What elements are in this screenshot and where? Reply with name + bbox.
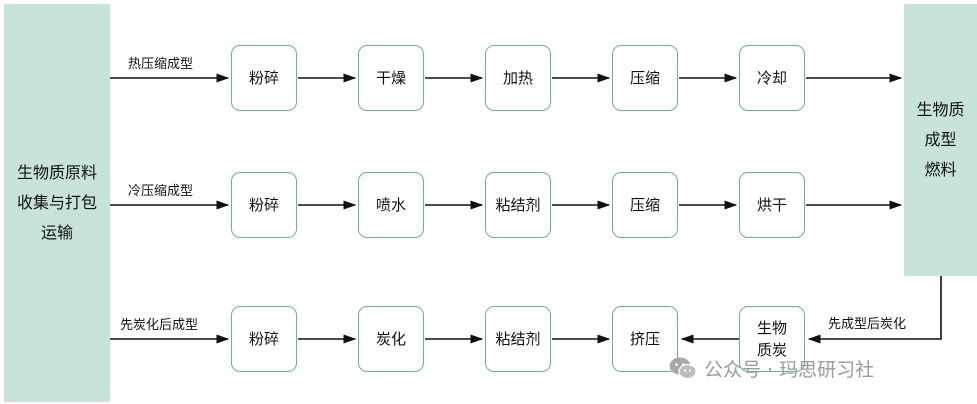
step-r1-1: 粉碎 xyxy=(231,45,297,111)
step-r3-2-text: 炭化 xyxy=(375,330,406,348)
step-r3-1-text: 粉碎 xyxy=(248,330,279,348)
row-2-label: 冷压缩成型 xyxy=(128,184,194,199)
step-r3-3: 粘结剂 xyxy=(485,306,551,372)
wechat-icon xyxy=(669,357,697,380)
step-r2-5: 烘干 xyxy=(739,172,805,238)
step-r1-3: 加热 xyxy=(485,45,551,111)
step-r3-4: 挤压 xyxy=(612,306,678,372)
row-3-label: 先炭化后成型 xyxy=(120,318,199,333)
output-line-3: 燃料 xyxy=(924,160,957,179)
watermark: 公众号 · 玛思研习社 xyxy=(668,352,874,384)
step-r3-3-text: 粘结剂 xyxy=(495,330,541,348)
edge-output-to-r3s5 xyxy=(807,276,942,344)
source-line-2: 收集与打包 xyxy=(16,193,97,212)
step-r3-5: 生物 质炭 xyxy=(739,306,805,372)
source-box: 生物质原料 收集与打包 运输 xyxy=(4,4,110,402)
step-r3-4-text: 挤压 xyxy=(629,330,660,348)
step-r2-3-text: 粘结剂 xyxy=(495,196,541,214)
output-box: 生物质 成型 燃料 xyxy=(904,4,977,276)
step-r2-1: 粉碎 xyxy=(231,172,297,238)
step-r1-5-text: 冷却 xyxy=(756,69,787,87)
step-r3-1: 粉碎 xyxy=(231,306,297,372)
return-label: 先成型后炭化 xyxy=(828,317,907,332)
step-r2-4: 压缩 xyxy=(612,172,678,238)
step-r3-5-text-line-1: 生物 xyxy=(756,319,787,337)
step-r1-4-text: 压缩 xyxy=(629,69,660,87)
step-r1-2: 干燥 xyxy=(358,45,424,111)
step-r3-2: 炭化 xyxy=(358,306,424,372)
step-r1-2-text: 干燥 xyxy=(375,69,406,87)
step-r1-4: 压缩 xyxy=(612,45,678,111)
output-line-1: 生物质 xyxy=(916,100,965,119)
source-line-1: 生物质原料 xyxy=(16,163,97,182)
row-1-label: 热压缩成型 xyxy=(128,57,194,72)
watermark-prefix: 公众号 · xyxy=(704,358,774,381)
step-r2-5-text: 烘干 xyxy=(756,196,787,214)
step-r2-1-text: 粉碎 xyxy=(248,196,279,214)
step-r2-3: 粘结剂 xyxy=(485,172,551,238)
output-line-2: 成型 xyxy=(924,130,957,149)
step-r3-5-text-line-2: 质炭 xyxy=(756,341,787,359)
step-r1-1-text: 粉碎 xyxy=(248,69,279,87)
step-r1-5: 冷却 xyxy=(739,45,805,111)
source-line-3: 运输 xyxy=(40,223,73,242)
step-r2-4-text: 压缩 xyxy=(629,196,660,214)
step-r2-2-text: 喷水 xyxy=(375,196,406,214)
watermark-name: 玛思研习社 xyxy=(779,358,875,381)
step-r2-2: 喷水 xyxy=(358,172,424,238)
step-r1-3-text: 加热 xyxy=(502,69,533,87)
